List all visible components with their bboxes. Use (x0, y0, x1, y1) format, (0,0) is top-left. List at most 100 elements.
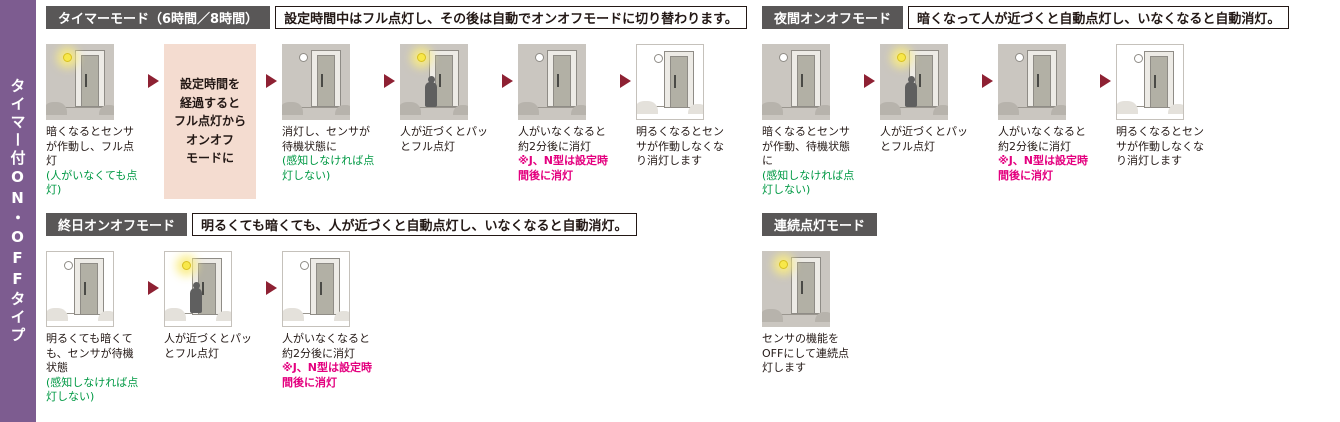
step-caption-block: 明るくなるとセンサが作動しなくなり消灯します (636, 125, 732, 169)
step-caption-block: 消灯し、センサが待機状態に(感知しなければ点灯しない) (282, 125, 378, 183)
step-caption-block: 人が近づくとパッとフル点灯 (880, 125, 976, 154)
door-panel (915, 55, 933, 106)
flow-steps: 暗くなるとセンサが作動し、フル点灯(人がいなくても点灯) 設定時間を 経過すると … (46, 44, 752, 199)
bush-icon (335, 105, 350, 115)
door-panel (435, 55, 453, 106)
section-allday-onoff-mode: 終日オンオフモード 明るくても暗くても、人が近づくと自動点灯し、いなくなると自動… (46, 213, 752, 405)
step-caption-block: 暗くなるとセンサが作動、待機状態に(感知しなければ点灯しない) (762, 125, 858, 198)
scene-illustration (1116, 44, 1184, 120)
door-panel (797, 55, 815, 106)
section-header: 夜間オンオフモード 暗くなって人が近づくと自動点灯し、いなくなると自動消灯。 (762, 6, 1336, 29)
door-handle (557, 74, 559, 87)
ground-line (400, 107, 468, 108)
flow-step: 人が近づくとパッとフル点灯 (164, 251, 260, 361)
step-caption-block: 人がいなくなると約2分後に消灯※J、N型は設定時間後に消灯 (518, 125, 614, 183)
scene-illustration (164, 251, 232, 327)
arrow-right-icon (502, 74, 513, 88)
bush-icon (571, 105, 586, 115)
lamp-unlit-icon (779, 53, 788, 62)
step-caption-block: 暗くなるとセンサが作動し、フル点灯(人がいなくても点灯) (46, 125, 142, 198)
step-caption-block: 明るくなるとセンサが作動しなくなり消灯します (1116, 125, 1212, 169)
bush-icon (688, 104, 703, 114)
step-caption: 人が近づくとパッとフル点灯 (400, 125, 488, 153)
step-caption-block: 人がいなくなると約2分後に消灯※J、N型は設定時間後に消灯 (998, 125, 1094, 183)
scene-illustration (762, 44, 830, 120)
door-handle (1037, 74, 1039, 87)
flow-step: 明るくなるとセンサが作動しなくなり消灯します (636, 44, 732, 169)
arrow-right-icon (864, 74, 875, 88)
bush-icon (47, 308, 68, 321)
arrow-right-icon (266, 281, 277, 295)
person-icon (189, 282, 203, 313)
door-panel (316, 263, 334, 314)
ground-line (998, 107, 1066, 108)
door-icon (192, 258, 222, 315)
bush-icon (283, 308, 304, 321)
door-panel (80, 263, 98, 314)
door-panel (797, 262, 815, 313)
door-panel (317, 55, 335, 106)
door-icon (74, 258, 104, 315)
step-caption-block: 人がいなくなると約2分後に消灯※J、N型は設定時間後に消灯 (282, 332, 378, 390)
flow-step: 設定時間を 経過すると フル点灯から オンオフ モードに (164, 44, 260, 199)
step-caption: 明るくなるとセンサが作動しなくなり消灯します (636, 125, 724, 168)
door-handle (202, 282, 204, 295)
step-note-green: (感知しなければ点灯しない) (282, 154, 375, 182)
lamp-lit-icon (63, 53, 72, 62)
scene-illustration (880, 44, 948, 120)
ground-line (282, 107, 350, 108)
step-caption: 人がいなくなると約2分後に消灯 (282, 332, 370, 360)
door-icon (75, 50, 105, 107)
scene-illustration (400, 44, 468, 120)
lamp-unlit-icon (300, 261, 309, 270)
step-caption-block: 人が近づくとパッとフル点灯 (400, 125, 496, 154)
flow-step: 暗くなるとセンサが作動し、フル点灯(人がいなくても点灯) (46, 44, 142, 198)
ground-line (880, 107, 948, 108)
lamp-unlit-icon (299, 53, 308, 62)
lamp-lit-icon (897, 53, 906, 62)
scene-illustration (282, 251, 350, 327)
door-handle (321, 74, 323, 87)
section-header: 終日オンオフモード 明るくても暗くても、人が近づくと自動点灯し、いなくなると自動… (46, 213, 752, 236)
door-handle (674, 75, 676, 88)
step-note-pink: ※J、N型は設定時間後に消灯 (282, 361, 372, 389)
bush-icon (400, 102, 421, 115)
lamp-lit-icon (182, 261, 191, 270)
step-caption: 消灯し、センサが待機状態に (282, 125, 370, 153)
section-continuous-mode: 連続点灯モード センサの機能をOFFにして連続点灯します (762, 213, 1336, 376)
door-handle (439, 74, 441, 87)
section-timer-mode: タイマーモード（6時間／8時間） 設定時間中はフル点灯し、その後は自動でオンオフ… (46, 6, 752, 199)
ground-line (762, 314, 830, 315)
flow-step: 明るくても暗くても、センサが待機状態(感知しなければ点灯しない) (46, 251, 142, 405)
mode-title: 終日オンオフモード (46, 213, 188, 236)
section-header: 連続点灯モード (762, 213, 1336, 236)
door-handle (84, 282, 86, 295)
door-icon (1027, 50, 1057, 107)
lamp-lit-icon (779, 260, 788, 269)
step-caption: センサの機能をOFFにして連続点灯します (762, 332, 849, 375)
flow-steps: センサの機能をOFFにして連続点灯します (762, 251, 1336, 376)
flow-steps: 暗くなるとセンサが作動、待機状態に(感知しなければ点灯しない) 人が近づくとパッと… (762, 44, 1336, 198)
bush-icon (762, 309, 783, 322)
section-header: タイマーモード（6時間／8時間） 設定時間中はフル点灯し、その後は自動でオンオフ… (46, 6, 752, 29)
step-caption: 暗くなるとセンサが作動し、フル点灯 (46, 125, 134, 168)
lamp-unlit-icon (1015, 53, 1024, 62)
bush-icon (98, 311, 113, 321)
flow-steps: 明るくても暗くても、センサが待機状態(感知しなければ点灯しない)人が近づくとパッ… (46, 251, 752, 405)
bush-icon (282, 102, 303, 115)
arrow-right-icon (620, 74, 631, 88)
bush-icon (1117, 101, 1138, 114)
door-icon (547, 50, 577, 107)
arrow-right-icon (148, 281, 159, 295)
mode-description: 設定時間中はフル点灯し、その後は自動でオンオフモードに切り替わります。 (275, 6, 747, 29)
bush-icon (165, 308, 186, 321)
door-handle (801, 281, 803, 294)
arrow-right-icon (266, 74, 277, 88)
door-panel (81, 55, 99, 106)
person-icon (904, 76, 918, 107)
scene-illustration (636, 44, 704, 120)
mode-title: 連続点灯モード (762, 213, 878, 236)
bush-icon (933, 105, 948, 115)
step-caption: 暗くなるとセンサが作動、待機状態に (762, 125, 850, 168)
